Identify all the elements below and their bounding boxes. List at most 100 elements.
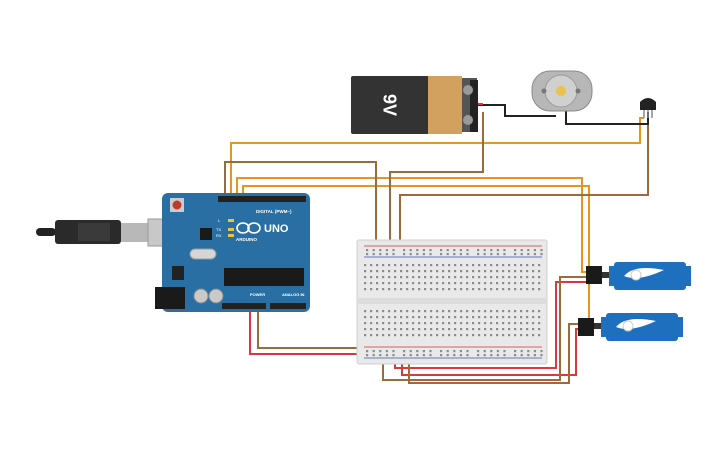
breadboard-hole bbox=[520, 282, 523, 285]
breadboard-hole bbox=[382, 310, 385, 313]
breadboard-hole bbox=[459, 350, 462, 353]
breadboard-hole bbox=[484, 322, 487, 325]
breadboard-hole bbox=[466, 334, 469, 337]
breadboard-hole bbox=[385, 253, 388, 256]
battery-cap bbox=[428, 76, 462, 134]
wire-brown-transistor[interactable] bbox=[399, 115, 649, 246]
breadboard-hole bbox=[472, 276, 475, 279]
breadboard-hole bbox=[490, 276, 493, 279]
breadboard-hole bbox=[490, 270, 493, 273]
breadboard-hole bbox=[527, 253, 530, 256]
breadboard-hole bbox=[379, 354, 382, 357]
breadboard-hole bbox=[533, 354, 536, 357]
breadboard-hole bbox=[514, 270, 517, 273]
breadboard-hole bbox=[376, 282, 379, 285]
breadboard-hole bbox=[483, 249, 486, 252]
breadboard-hole bbox=[424, 328, 427, 331]
breadboard-hole bbox=[418, 264, 421, 267]
breadboard-hole bbox=[477, 350, 480, 353]
breadboard-hole bbox=[502, 270, 505, 273]
power-jack bbox=[155, 287, 185, 309]
breadboard-hole bbox=[364, 334, 367, 337]
breadboard-hole bbox=[370, 328, 373, 331]
breadboard[interactable] bbox=[356, 239, 548, 365]
reset-button[interactable] bbox=[172, 200, 182, 210]
wire-brown-gnd[interactable] bbox=[257, 307, 370, 349]
breadboard-hole bbox=[454, 282, 457, 285]
breadboard-hole bbox=[520, 270, 523, 273]
breadboard-hole bbox=[406, 322, 409, 325]
breadboard-hole bbox=[424, 288, 427, 291]
breadboard-hole bbox=[526, 310, 529, 313]
breadboard-hole bbox=[478, 316, 481, 319]
dc-motor[interactable] bbox=[531, 70, 593, 112]
wire-brown-arduino-bb[interactable] bbox=[224, 161, 377, 246]
breadboard-hole bbox=[379, 350, 382, 353]
breadboard-hole bbox=[490, 288, 493, 291]
breadboard-hole bbox=[460, 328, 463, 331]
breadboard-hole bbox=[502, 288, 505, 291]
transistor[interactable] bbox=[640, 98, 656, 118]
breadboard-hole bbox=[403, 354, 406, 357]
breadboard-hole bbox=[382, 334, 385, 337]
breadboard-hole bbox=[496, 253, 499, 256]
breadboard-hole bbox=[532, 264, 535, 267]
breadboard-hole bbox=[483, 354, 486, 357]
servo-motor-2[interactable] bbox=[578, 313, 683, 341]
motor-screw-left bbox=[541, 88, 547, 94]
breadboard-hole bbox=[376, 328, 379, 331]
wire-red-5v[interactable] bbox=[249, 307, 372, 355]
wire-black-battery-motor[interactable] bbox=[478, 104, 556, 117]
breadboard-hole bbox=[478, 270, 481, 273]
led-label-l: L bbox=[218, 218, 221, 223]
breadboard-hole bbox=[520, 322, 523, 325]
usb-chip bbox=[200, 228, 212, 240]
servo1-connector bbox=[586, 266, 602, 284]
breadboard-hole bbox=[496, 249, 499, 252]
breadboard-hole bbox=[394, 276, 397, 279]
breadboard-hole bbox=[406, 276, 409, 279]
breadboard-hole bbox=[370, 270, 373, 273]
breadboard-hole bbox=[532, 270, 535, 273]
breadboard-hole bbox=[364, 264, 367, 267]
breadboard-hole bbox=[460, 276, 463, 279]
breadboard-hole bbox=[454, 270, 457, 273]
breadboard-hole bbox=[436, 264, 439, 267]
wire-black-motor-transistor[interactable] bbox=[565, 110, 649, 125]
battery-9v[interactable]: 9V bbox=[351, 76, 478, 134]
breadboard-hole bbox=[370, 310, 373, 313]
arduino-uno[interactable]: L TX RX UNO ARDUINO DIGITAL (PWM~) POWER… bbox=[155, 193, 310, 312]
breadboard-hole bbox=[376, 288, 379, 291]
usb-cable[interactable] bbox=[36, 218, 175, 247]
breadboard-hole bbox=[406, 264, 409, 267]
breadboard-hole bbox=[370, 276, 373, 279]
breadboard-hole bbox=[538, 282, 541, 285]
breadboard-hole bbox=[430, 264, 433, 267]
wire-brown-battery[interactable] bbox=[389, 112, 484, 246]
breadboard-hole bbox=[442, 282, 445, 285]
breadboard-hole bbox=[520, 264, 523, 267]
breadboard-hole bbox=[394, 334, 397, 337]
servo-motor-1[interactable] bbox=[586, 262, 691, 290]
breadboard-hole bbox=[376, 270, 379, 273]
breadboard-hole bbox=[382, 264, 385, 267]
breadboard-hole bbox=[502, 276, 505, 279]
breadboard-hole bbox=[440, 354, 443, 357]
breadboard-hole bbox=[406, 328, 409, 331]
breadboard-hole bbox=[388, 328, 391, 331]
breadboard-hole bbox=[436, 288, 439, 291]
breadboard-hole bbox=[460, 334, 463, 337]
breadboard-hole bbox=[372, 354, 375, 357]
wire-brown-servo1[interactable] bbox=[382, 276, 598, 381]
breadboard-hole bbox=[394, 270, 397, 273]
wire-brown-servo2[interactable] bbox=[408, 323, 590, 384]
breadboard-hole bbox=[418, 276, 421, 279]
breadboard-hole bbox=[540, 350, 543, 353]
breadboard-hole bbox=[448, 282, 451, 285]
breadboard-hole bbox=[496, 288, 499, 291]
breadboard-hole bbox=[514, 249, 517, 252]
breadboard-hole bbox=[448, 328, 451, 331]
breadboard-hole bbox=[540, 249, 543, 252]
servo2-connector bbox=[578, 318, 594, 336]
breadboard-hole bbox=[466, 316, 469, 319]
